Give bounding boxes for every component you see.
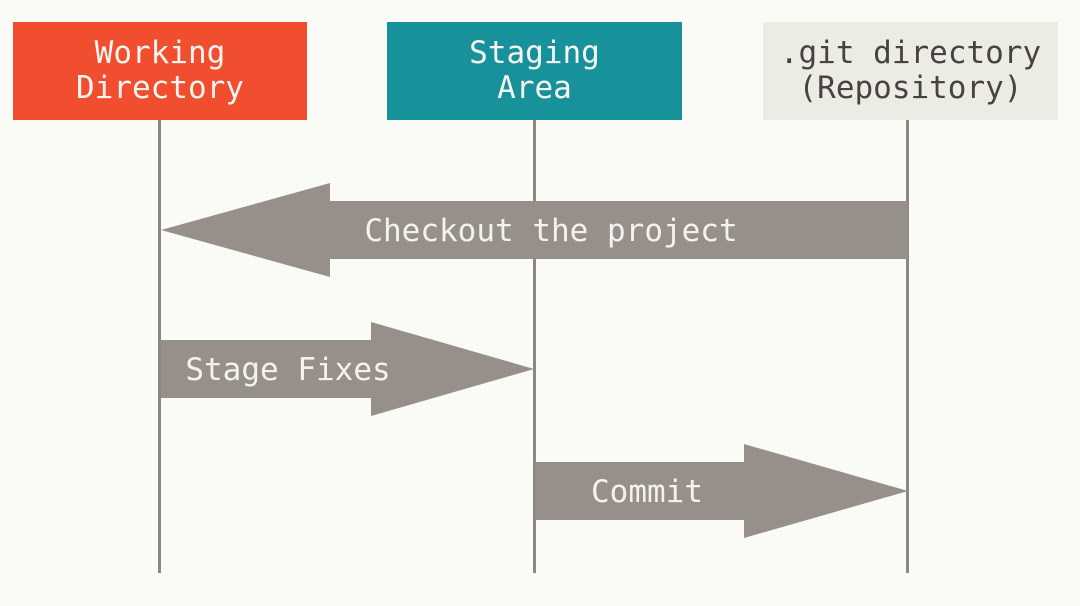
stage-fixes-arrow-shaft bbox=[161, 340, 371, 398]
staging-area-box: Staging Area bbox=[387, 22, 682, 120]
checkout-arrow-shaft bbox=[330, 201, 908, 259]
working-directory-box: Working Directory bbox=[13, 22, 307, 120]
checkout-arrow-label: Checkout the project bbox=[364, 213, 738, 249]
git-directory-box: .git directory (Repository) bbox=[763, 22, 1058, 120]
git-directory-lifeline bbox=[906, 120, 909, 573]
stage-fixes-arrow-head-right-icon bbox=[371, 322, 534, 416]
checkout-arrow-head-left-icon bbox=[161, 183, 330, 277]
working-directory-lifeline bbox=[158, 120, 161, 573]
commit-arrow-shaft bbox=[535, 462, 744, 520]
staging-area-lifeline bbox=[533, 120, 536, 573]
commit-arrow-label: Commit bbox=[591, 474, 703, 510]
commit-arrow-head-right-icon bbox=[744, 444, 908, 538]
stage-fixes-arrow-label: Stage Fixes bbox=[185, 352, 391, 388]
